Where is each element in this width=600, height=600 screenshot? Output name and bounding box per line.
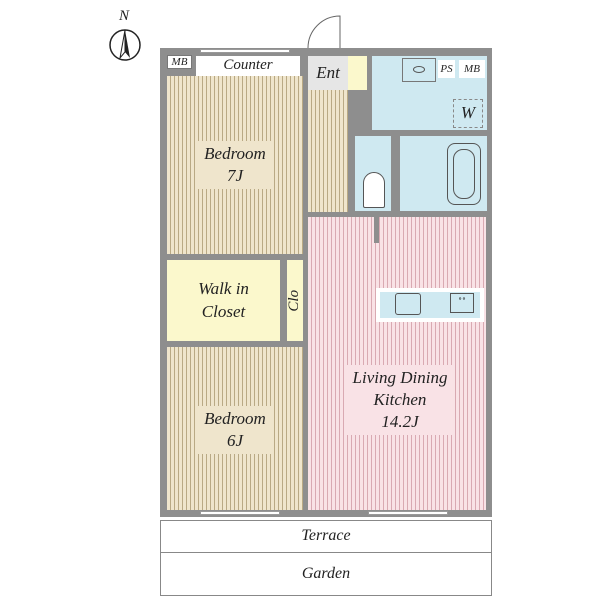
living-dining-kitchen — [308, 217, 486, 510]
meter-box-right: MB — [459, 60, 485, 78]
meter-box-left: MB — [167, 55, 192, 69]
compass: N — [108, 8, 142, 64]
entrance-door-icon[interactable] — [306, 14, 346, 50]
stove-icon: ∘∘ — [450, 293, 474, 313]
pipe-space: PS — [438, 60, 455, 78]
compass-north-label: N — [119, 8, 130, 24]
hallway — [308, 90, 348, 212]
window — [200, 49, 290, 53]
washer-space: W — [453, 99, 483, 128]
terrace: Terrace — [160, 520, 492, 553]
garden: Garden — [160, 552, 492, 596]
closet: Clo — [286, 260, 303, 341]
sink-icon — [402, 58, 436, 82]
kitchen-sink-icon — [395, 293, 421, 315]
bathroom — [400, 136, 487, 211]
entrance: Ent — [308, 56, 348, 90]
bathtub-icon — [447, 143, 481, 205]
shoe-closet — [348, 56, 367, 90]
window — [200, 511, 280, 515]
compass-icon — [109, 29, 141, 61]
toilet-icon — [363, 172, 385, 208]
window — [368, 511, 448, 515]
counter: Counter — [196, 56, 300, 76]
partition — [374, 217, 379, 243]
